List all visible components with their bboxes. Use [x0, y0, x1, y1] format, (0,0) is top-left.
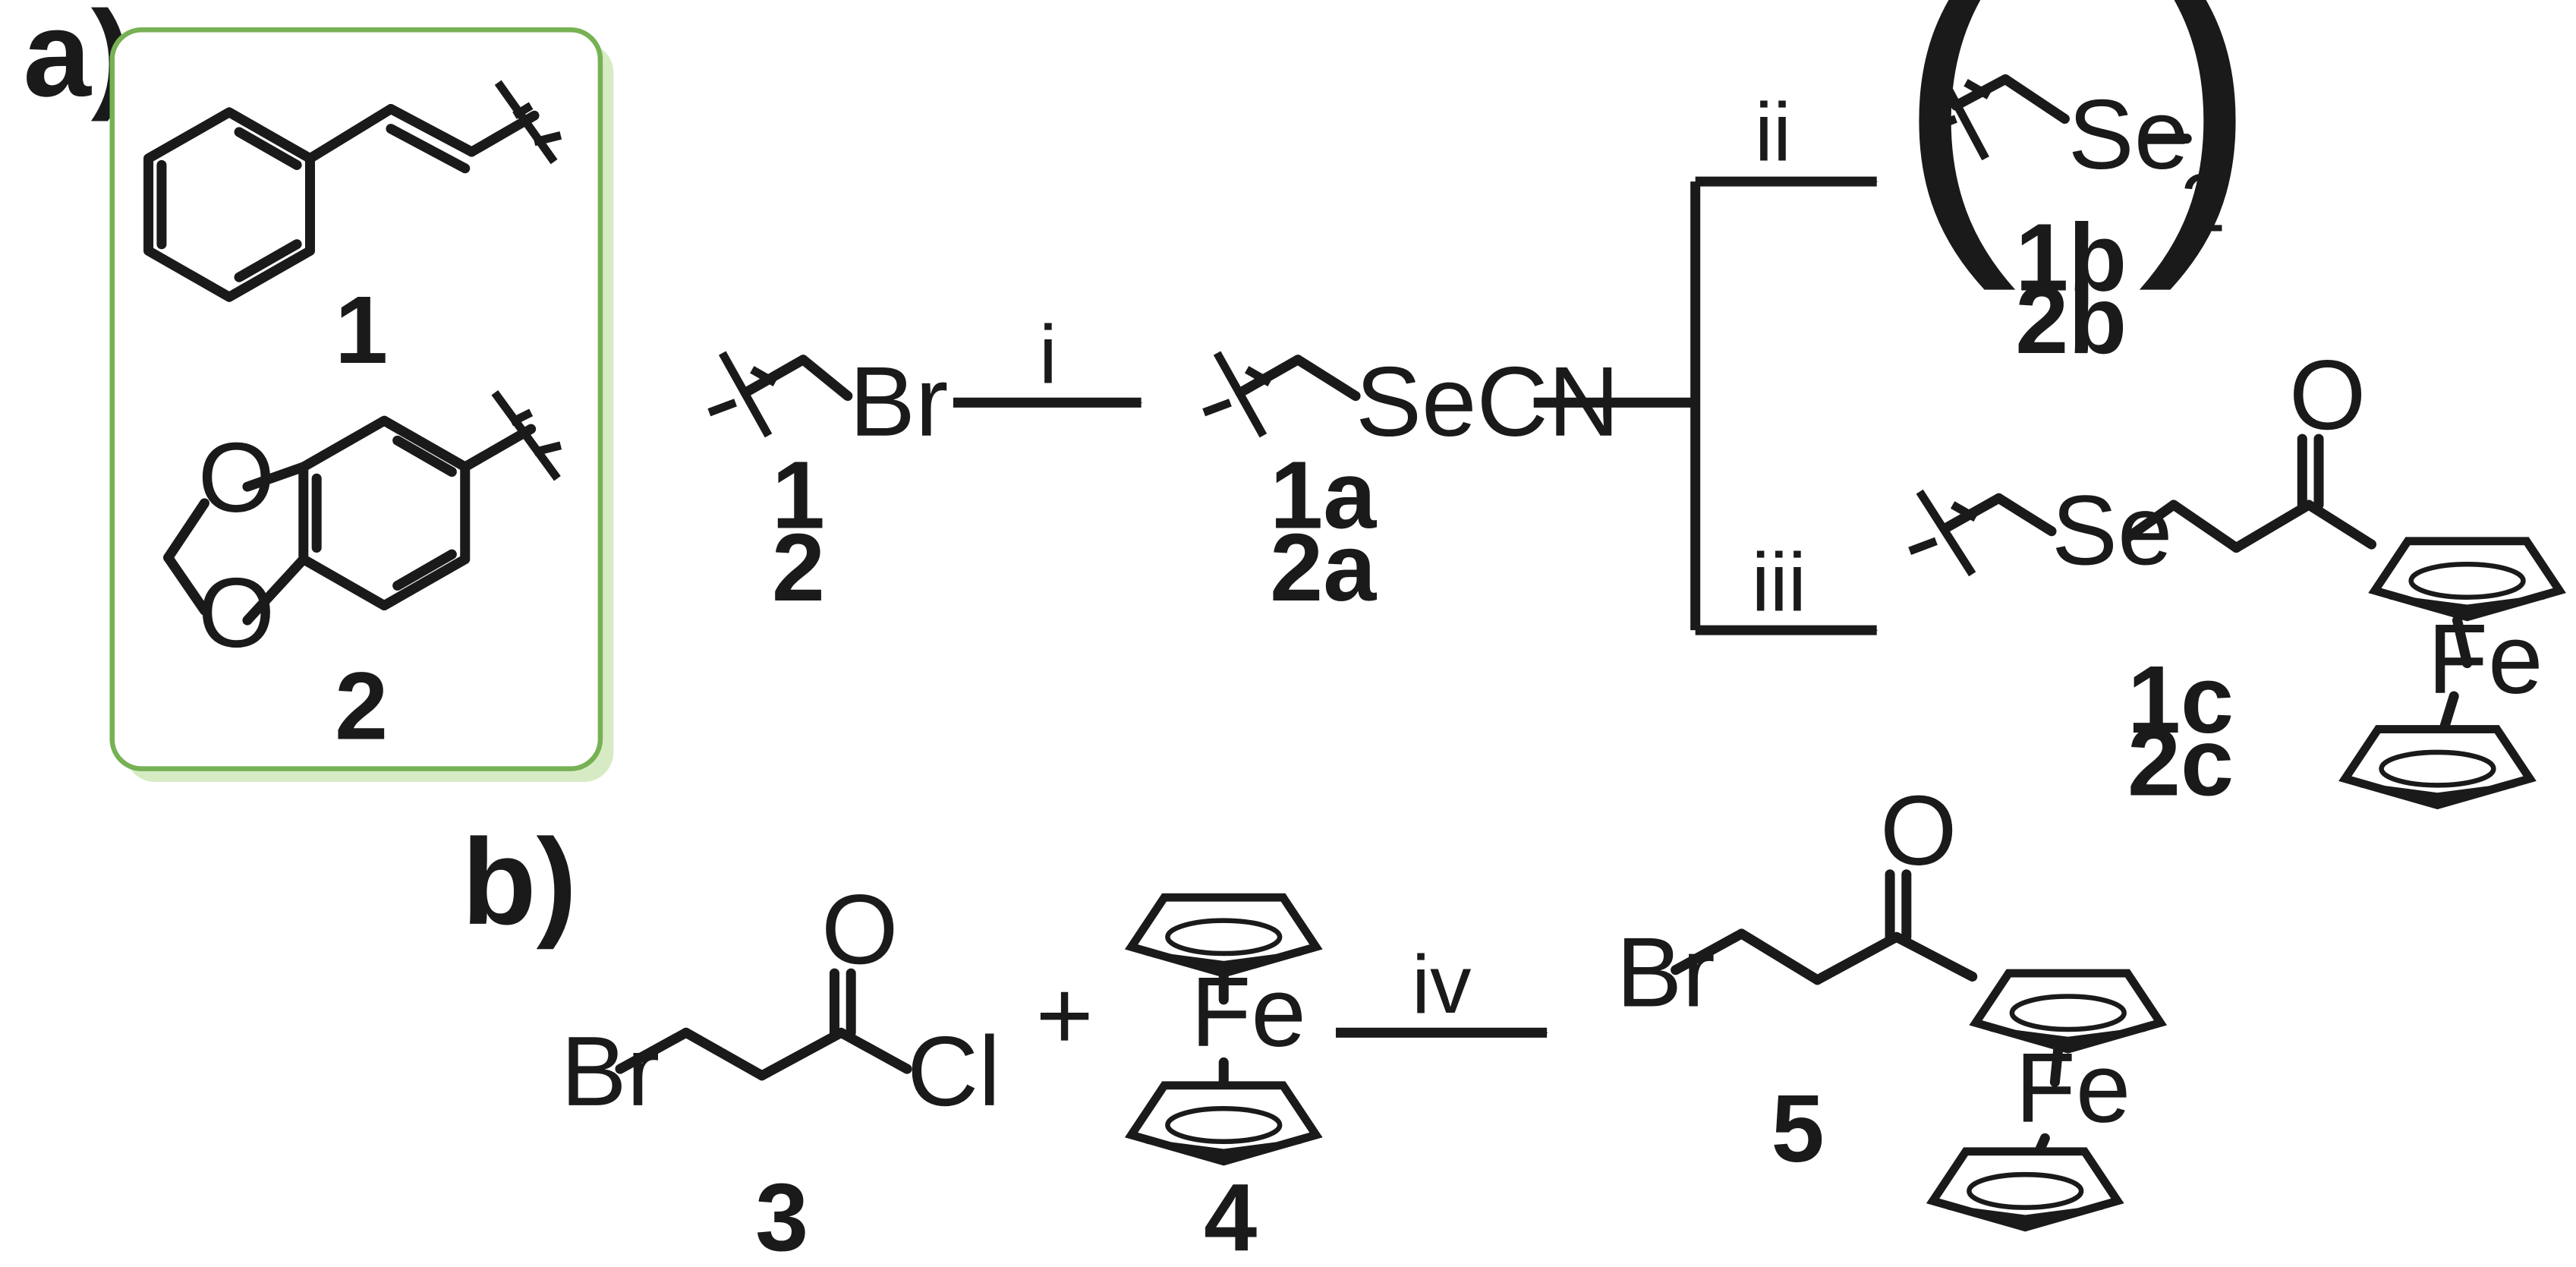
condition-label-iv: iv	[1412, 939, 1471, 1031]
atom-fe-5: Fe	[2015, 1032, 2130, 1143]
compound-number-1-box: 1	[335, 276, 388, 383]
compound-number-1-start: 1	[772, 441, 825, 548]
cyclopentadienyl-lower-1c	[2345, 730, 2530, 805]
compound-number-1c: 1c	[2127, 646, 2234, 753]
atom-fe-4: Fe	[1191, 957, 1306, 1067]
substituent-highlight-box	[109, 27, 614, 783]
condition-label-iii: iii	[1752, 537, 1806, 629]
atom-br-start: Br	[849, 346, 948, 457]
bromoketone-structure	[1671, 869, 2064, 1174]
bracket-open: (	[1897, 0, 2017, 294]
selenocyanate-structure	[1202, 351, 1361, 438]
atom-br-3: Br	[561, 1016, 660, 1127]
compound-number-2c: 2c	[2127, 708, 2234, 815]
compound-number-1a: 1a	[1270, 441, 1377, 548]
compound-number-2a: 2a	[1270, 514, 1377, 621]
cyclopentadienyl-lower-4	[1132, 1086, 1316, 1161]
compound-number-3: 3	[755, 1164, 808, 1267]
atom-o-dioxole-lower: O	[198, 557, 275, 668]
atom-br-5: Br	[1616, 917, 1715, 1028]
subscript-2: 2	[2181, 157, 2226, 249]
compound-number-2-start: 2	[772, 514, 825, 621]
benzodioxole-substituent-structure	[163, 390, 562, 626]
condition-label-ii: ii	[1755, 87, 1791, 178]
acyl-chloride-structure	[615, 968, 912, 1081]
compound-number-2-box: 2	[335, 653, 388, 760]
atom-o-ketone-1c: O	[2289, 339, 2366, 450]
atom-se-ferrocenyl: Se	[2052, 474, 2172, 585]
atom-o-3: O	[821, 874, 898, 985]
plus-sign: +	[1036, 960, 1094, 1070]
ferrocenyl-selenide-structure	[1908, 433, 2473, 745]
styryl-substituent-structure	[143, 80, 562, 302]
condition-label-i: i	[1039, 309, 1057, 401]
branching-arrows	[1533, 176, 1878, 635]
cyclopentadienyl-lower-5	[1933, 1152, 2118, 1228]
compound-number-4: 4	[1204, 1164, 1257, 1267]
compound-number-1b: 1b	[2015, 204, 2127, 311]
panel-label-b: b)	[461, 814, 577, 950]
atom-o-dioxole-upper: O	[198, 422, 275, 533]
atom-se-diselenide: Se	[2068, 79, 2189, 190]
alkyl-bromide-structure	[707, 351, 853, 438]
compound-number-5: 5	[1771, 1075, 1825, 1182]
atom-fe-1c: Fe	[2427, 604, 2543, 714]
atom-o-5: O	[1880, 775, 1957, 886]
diselenide-structure	[1928, 64, 2192, 161]
atom-cl-3: Cl	[907, 1016, 1000, 1127]
compound-number-2b: 2b	[2015, 266, 2127, 373]
bracket-close: )	[2137, 0, 2258, 294]
